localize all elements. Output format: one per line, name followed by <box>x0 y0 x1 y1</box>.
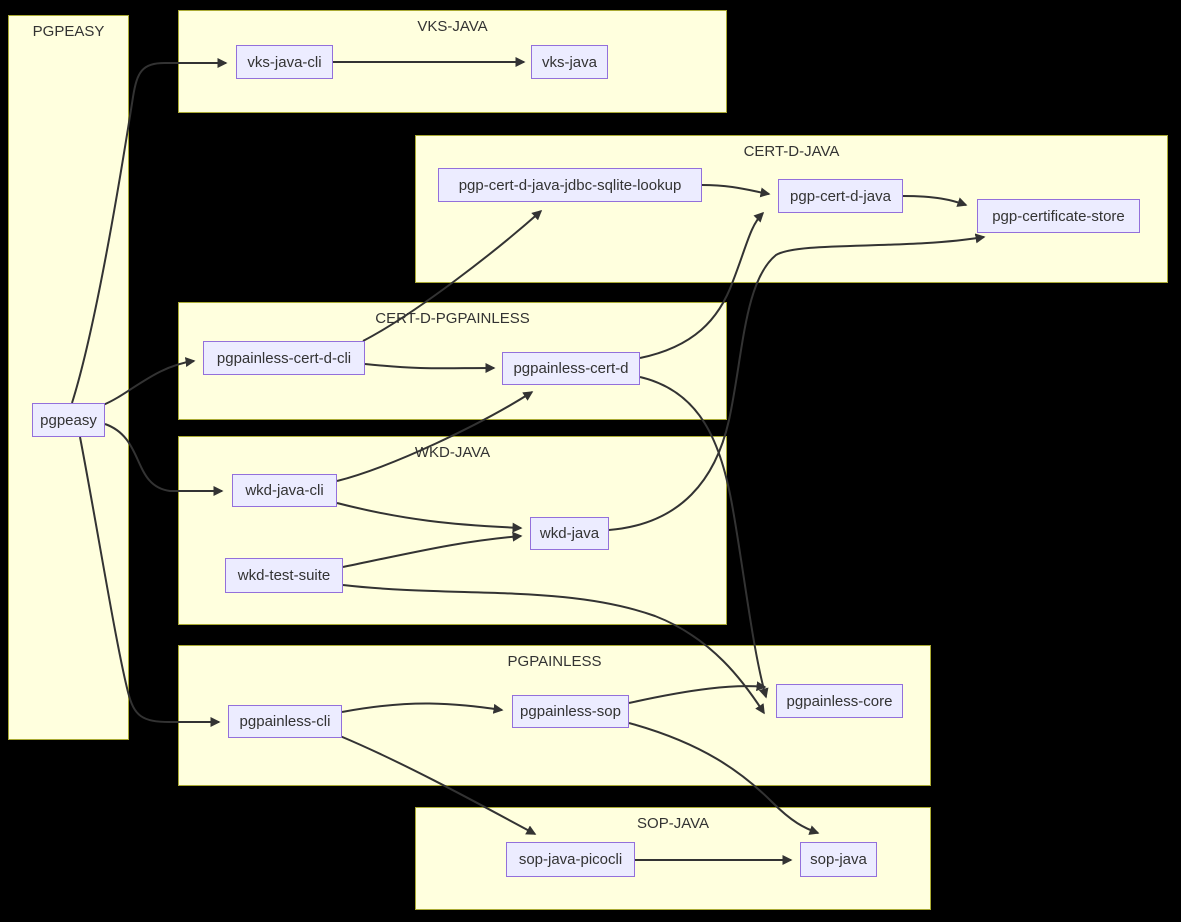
cluster-title-wkd-java-group: WKD-JAVA <box>414 444 491 461</box>
cluster-title-vks-java-group: VKS-JAVA <box>417 18 488 35</box>
node-pgpeasy: pgpeasy <box>32 403 105 437</box>
node-wkd-test-suite: wkd-test-suite <box>225 558 343 593</box>
cluster-pgpeasy-group: PGPEASY <box>8 15 129 740</box>
node-pgpainless-core: pgpainless-core <box>776 684 903 718</box>
cluster-title-pgpeasy-group: PGPEASY <box>32 23 105 40</box>
node-pgpainless-sop: pgpainless-sop <box>512 695 629 728</box>
cluster-wkd-java-group: WKD-JAVA <box>178 436 727 625</box>
node-pgpainless-cert-d-cli: pgpainless-cert-d-cli <box>203 341 365 375</box>
node-wkd-java-cli: wkd-java-cli <box>232 474 337 507</box>
node-sop-java: sop-java <box>800 842 877 877</box>
node-vks-java: vks-java <box>531 45 608 79</box>
node-vks-java-cli: vks-java-cli <box>236 45 333 79</box>
node-pgpainless-cli: pgpainless-cli <box>228 705 342 738</box>
node-pgp-certificate-store: pgp-certificate-store <box>977 199 1140 233</box>
cluster-title-sop-java-group: SOP-JAVA <box>637 815 709 832</box>
node-pgp-cert-d-java: pgp-cert-d-java <box>778 179 903 213</box>
cluster-title-cert-d-java-group: CERT-D-JAVA <box>743 143 840 160</box>
cluster-title-pgpainless-group: PGPAINLESS <box>507 653 602 670</box>
node-wkd-java: wkd-java <box>530 517 609 550</box>
node-pgpainless-cert-d: pgpainless-cert-d <box>502 352 640 385</box>
node-sop-java-picocli: sop-java-picocli <box>506 842 635 877</box>
node-pgp-cert-d-java-jdbc-sqlite-lookup: pgp-cert-d-java-jdbc-sqlite-lookup <box>438 168 702 202</box>
cluster-title-cert-d-pgpainless-group: CERT-D-PGPAINLESS <box>375 310 530 327</box>
